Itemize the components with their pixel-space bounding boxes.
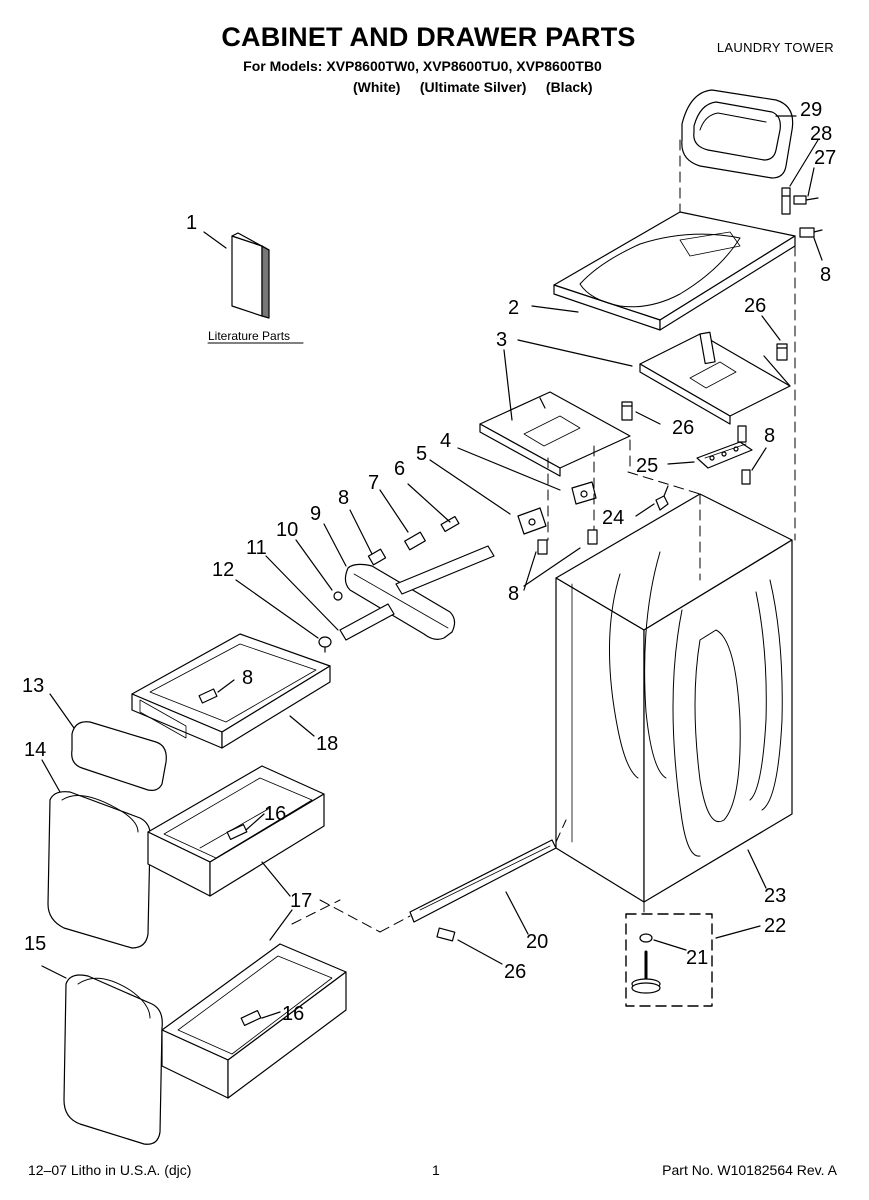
callout-21: 21	[686, 947, 708, 969]
callout-27: 27	[814, 147, 836, 169]
callout-1: 1	[186, 212, 197, 234]
callout-6: 6	[394, 458, 405, 480]
callout-8-top: 8	[820, 264, 831, 286]
top-panel	[553, 211, 796, 331]
callout-11: 11	[246, 537, 267, 559]
middle-drawer-basket	[147, 765, 325, 897]
literature-part	[231, 232, 270, 319]
callout-17: 17	[290, 890, 312, 912]
screw-8-center	[537, 529, 598, 555]
callout-9: 9	[310, 503, 321, 525]
callout-14: 14	[24, 739, 46, 761]
models-line: For Models: XVP8600TW0, XVP8600TU0, XVP8…	[243, 58, 602, 74]
screw-16-upper	[226, 823, 248, 841]
bushing-10	[333, 591, 343, 601]
callout-29: 29	[800, 99, 822, 121]
callout-3: 3	[496, 329, 507, 351]
callout-12: 12	[212, 559, 234, 581]
callout-20: 20	[526, 931, 548, 953]
footer-litho: 12–07 Litho in U.S.A. (djc)	[28, 1162, 192, 1178]
callout-8-tray: 8	[242, 667, 253, 689]
callout-22: 22	[764, 915, 786, 937]
slide-rail	[409, 839, 557, 923]
clip-24	[655, 485, 669, 511]
page-title: CABINET AND DRAWER PARTS	[221, 22, 636, 52]
mounting-bracket-left	[479, 391, 631, 477]
callout-8-handle: 8	[338, 487, 349, 509]
screw-28	[781, 187, 791, 215]
callout-8-right: 8	[764, 425, 775, 447]
hinge-bracket-25	[696, 425, 753, 469]
cap-12	[318, 636, 332, 653]
leader-arrows	[41, 115, 823, 1019]
handle-rod	[339, 545, 495, 641]
latch-4	[571, 481, 597, 505]
screw-8-right	[741, 469, 751, 485]
callout-2: 2	[508, 297, 519, 319]
screw-6	[440, 515, 460, 533]
callout-26-upper: 26	[744, 295, 766, 317]
footer-page-number: 1	[432, 1162, 440, 1178]
screw-8-top	[799, 227, 823, 238]
drawer-front-13	[71, 721, 167, 791]
callout-7: 7	[368, 472, 379, 494]
mounting-bracket-right	[639, 331, 791, 425]
callout-15: 15	[24, 933, 46, 955]
lower-drawer-basket	[161, 943, 347, 1099]
callout-10: 10	[276, 519, 298, 541]
screw-16-lower	[240, 1009, 262, 1027]
drawer-handle	[344, 563, 456, 640]
callout-labels: 1 2 3 4 5 6 7 8 8 8 8 8 9 10 11 12 13 14…	[22, 99, 836, 1025]
callout-4: 4	[440, 430, 451, 452]
footer-part-number: Part No. W10182564 Rev. A	[662, 1162, 837, 1178]
screw-7	[404, 531, 426, 551]
dispenser-housing	[681, 89, 794, 179]
screw-26-upper	[776, 343, 788, 361]
screw-8-handle	[367, 548, 387, 566]
variants-line: (White) (Ultimate Silver) (Black)	[353, 79, 593, 95]
drawer-front-14	[47, 791, 151, 949]
upper-tray	[131, 633, 331, 749]
cabinet-frame	[555, 493, 793, 903]
callout-16-lower: 16	[282, 1003, 304, 1025]
screw-8-tray	[198, 688, 218, 704]
callout-8-center: 8	[508, 583, 519, 605]
screw-26-rail	[436, 927, 456, 942]
callout-26-middle: 26	[672, 417, 694, 439]
latch-5	[517, 507, 547, 535]
connector-lines	[291, 139, 796, 933]
screw-27	[793, 195, 819, 205]
callout-28: 28	[810, 123, 832, 145]
callout-5: 5	[416, 443, 427, 465]
callout-18: 18	[316, 733, 338, 755]
callout-23: 23	[764, 885, 786, 907]
callout-26-rail: 26	[504, 961, 526, 983]
literature-label: Literature Parts	[208, 329, 290, 343]
drawer-front-15	[63, 974, 163, 1145]
callout-16-upper: 16	[264, 803, 286, 825]
leveling-leg	[625, 913, 713, 1007]
callout-13: 13	[22, 675, 44, 697]
callout-24: 24	[602, 507, 624, 529]
callout-25: 25	[636, 455, 658, 477]
section-label: LAUNDRY TOWER	[716, 40, 834, 55]
screw-26-middle	[621, 401, 633, 421]
